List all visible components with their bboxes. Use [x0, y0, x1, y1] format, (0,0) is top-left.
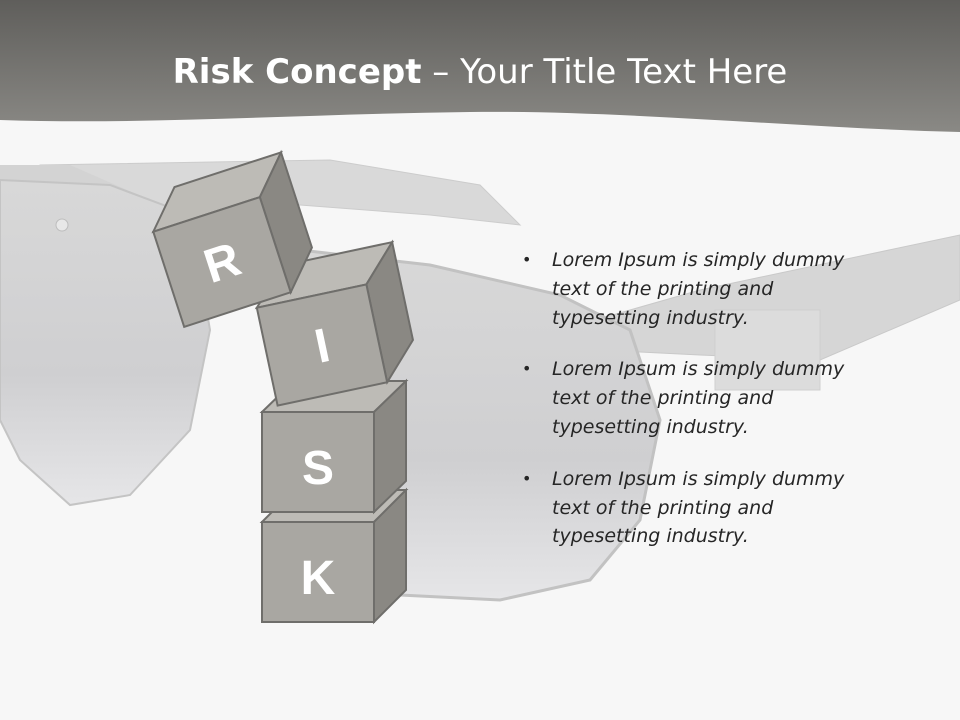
- bullet-dot: •: [522, 250, 532, 269]
- bullet-text: Lorem Ipsum is simply dummy text of the …: [552, 249, 845, 329]
- block-r: R: [151, 149, 313, 329]
- bullet-item: • Lorem Ipsum is simply dummy text of th…: [518, 246, 848, 332]
- block-letter: S: [302, 442, 334, 495]
- block-i: I: [254, 239, 415, 407]
- bullet-dot: •: [522, 468, 532, 488]
- block-letter: K: [301, 552, 336, 605]
- bullet-dot: •: [522, 359, 532, 379]
- bullet-item: • Lorem Ipsum is simply dummy text of th…: [518, 465, 848, 551]
- bullet-list: • Lorem Ipsum is simply dummy text of th…: [518, 246, 848, 574]
- slide-title: Risk Concept – Your Title Text Here: [0, 52, 960, 92]
- title-rest: – Your Title Text Here: [421, 52, 788, 92]
- bullet-item: • Lorem Ipsum is simply dummy text of th…: [518, 355, 848, 441]
- bullet-text: Lorem Ipsum is simply dummy text of the …: [552, 467, 845, 548]
- bullet-text: Lorem Ipsum is simply dummy text of the …: [552, 358, 845, 438]
- title-bold: Risk Concept: [172, 52, 422, 92]
